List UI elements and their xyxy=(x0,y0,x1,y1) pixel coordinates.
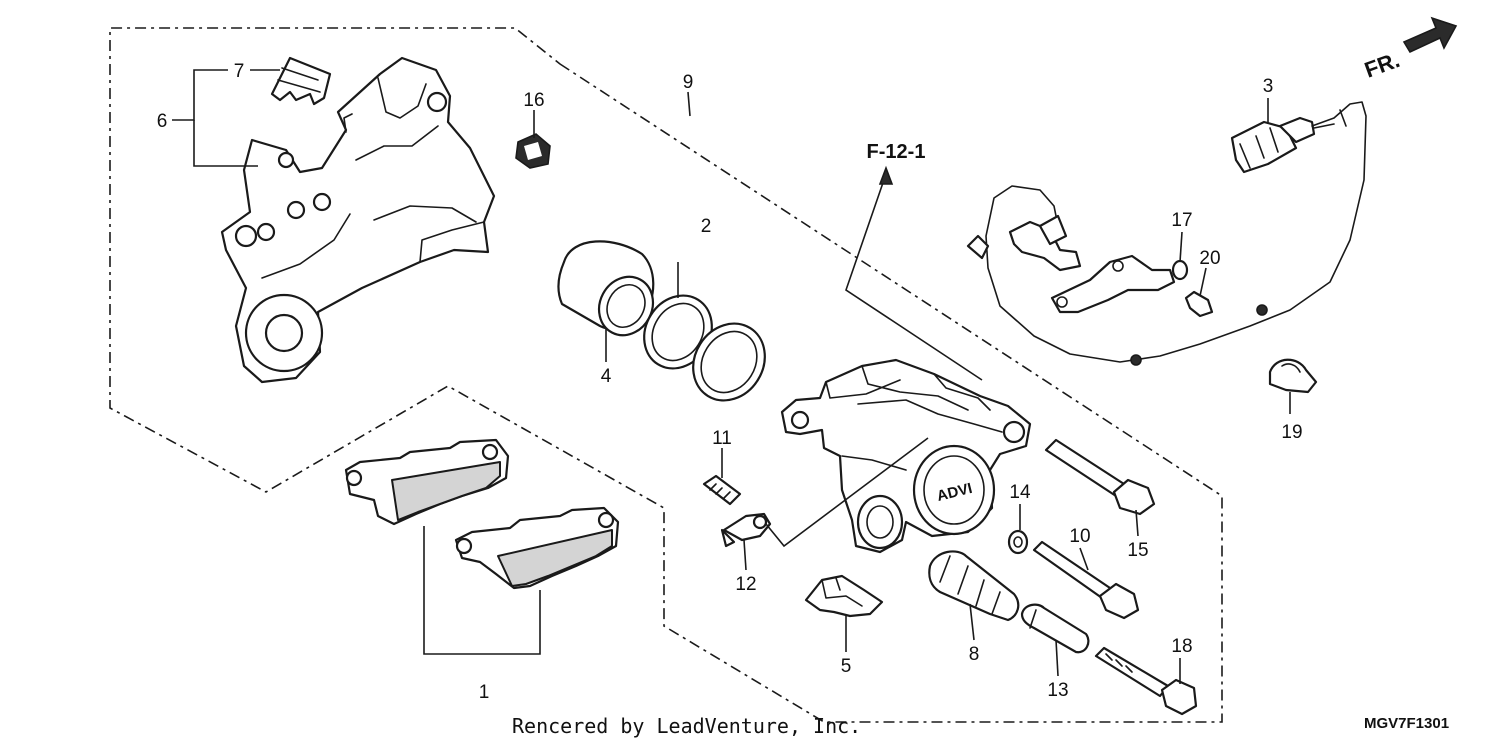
speed-sensor-part-3[interactable] xyxy=(966,101,1367,366)
callout-17: 17 xyxy=(1171,210,1192,231)
screw-part-20[interactable] xyxy=(1184,290,1214,318)
render-credit: Rencered by LeadVenture, Inc. xyxy=(512,714,861,738)
bleeder-bracket-part-12[interactable] xyxy=(720,512,772,548)
callout-2: 2 xyxy=(701,216,712,237)
callout-6: 6 xyxy=(157,111,168,132)
callout-19: 19 xyxy=(1281,422,1302,443)
piston-part-4[interactable] xyxy=(557,240,663,344)
callout-labels: 6 7 16 9 2 4 1 11 12 5 8 13 18 10 14 15 … xyxy=(157,61,1303,703)
callout-4: 4 xyxy=(601,366,612,387)
pad-retainer-part-5[interactable] xyxy=(804,574,884,618)
callout-15: 15 xyxy=(1127,540,1148,561)
callout-1: 1 xyxy=(479,682,490,703)
seal-set-part-2[interactable] xyxy=(631,283,779,414)
callout-11: 11 xyxy=(712,428,732,449)
pin-boot-part-8[interactable] xyxy=(928,550,1020,622)
callout-9: 9 xyxy=(683,72,694,93)
callout-7: 7 xyxy=(234,61,245,82)
callout-16: 16 xyxy=(523,90,544,111)
callout-8: 8 xyxy=(969,644,980,665)
callout-5: 5 xyxy=(841,656,852,677)
pin-bolt-part-15[interactable] xyxy=(1044,438,1156,516)
washer-part-14[interactable] xyxy=(1007,529,1029,555)
bleeder-screw-part-11[interactable] xyxy=(702,474,742,506)
callout-18: 18 xyxy=(1171,636,1192,657)
leader-lines xyxy=(172,69,1291,684)
wire-clamp-part-19[interactable] xyxy=(1268,358,1318,394)
callout-10: 10 xyxy=(1069,526,1090,547)
diagram-code: MGV7F1301 xyxy=(1364,715,1449,732)
washer-part-17[interactable] xyxy=(1171,259,1189,281)
caliper-body-part-9[interactable]: ADVI xyxy=(780,358,1032,554)
slide-pin-part-10[interactable] xyxy=(1032,540,1140,620)
pin-sleeve-part-13[interactable] xyxy=(1020,603,1090,654)
callout-14: 14 xyxy=(1009,482,1031,503)
front-direction-arrow: FR. xyxy=(1361,16,1458,83)
callout-12: 12 xyxy=(735,574,756,595)
brake-pad-set-part-1[interactable] xyxy=(344,438,620,590)
bolt-part-18[interactable] xyxy=(1094,646,1198,716)
callout-3: 3 xyxy=(1263,76,1274,97)
direction-label: FR. xyxy=(1361,47,1403,83)
callout-20: 20 xyxy=(1199,248,1220,269)
pad-spring-part-7[interactable] xyxy=(270,56,332,106)
assembly-outline xyxy=(109,27,1223,723)
bleed-cap-part-16[interactable] xyxy=(515,133,551,169)
reference-label: F-12-1 xyxy=(867,141,926,163)
caliper-bracket-part-6[interactable] xyxy=(220,56,496,384)
callout-13: 13 xyxy=(1047,680,1068,701)
